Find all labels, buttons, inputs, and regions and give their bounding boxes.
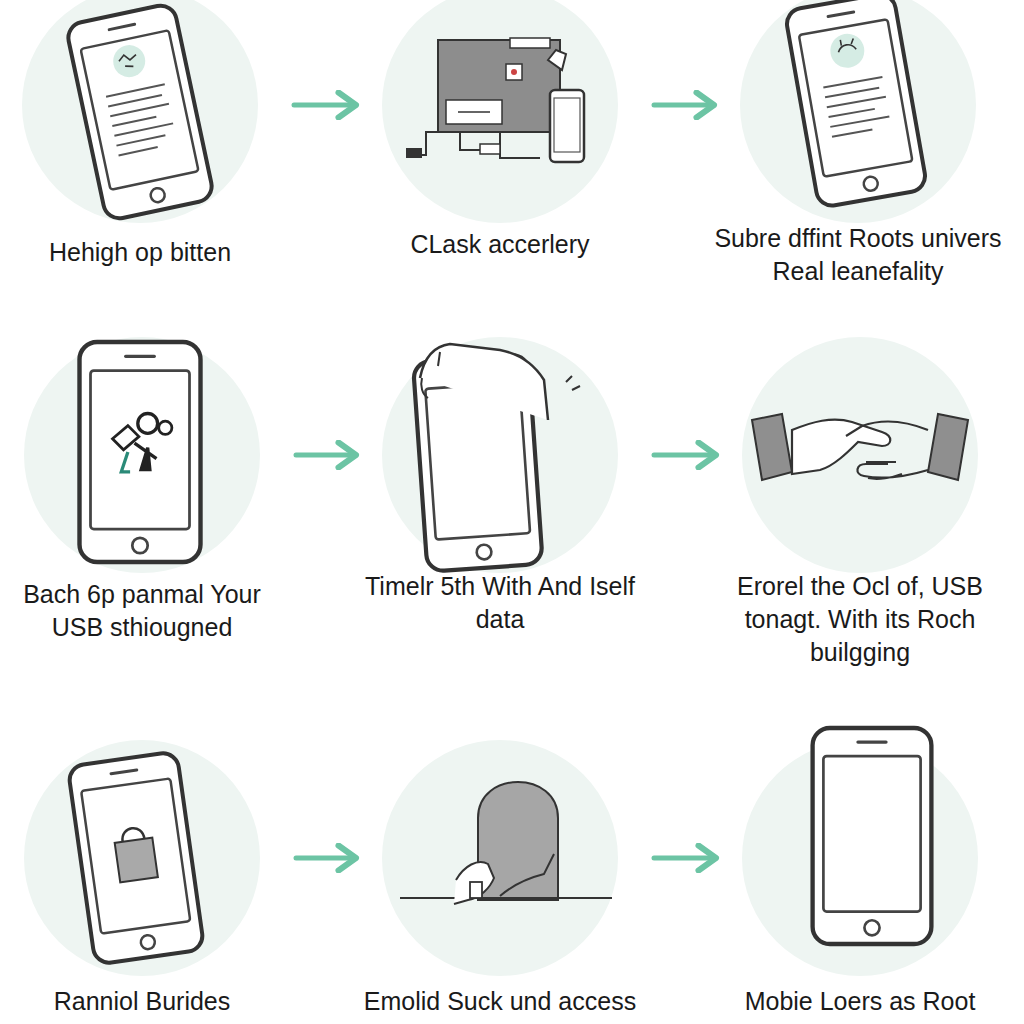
flow-arrow (654, 453, 716, 458)
step-caption: Emolid Suck und access (364, 987, 636, 1015)
caption-box: Bach 6p panmal Your USB sthiougned (7, 578, 277, 644)
flow-arrow (654, 856, 716, 861)
step-caption: Hehigh op bitten (49, 238, 231, 266)
flow-arrow (294, 103, 356, 108)
step-caption: Mobie Loers as Root (745, 987, 976, 1015)
step-circle (742, 337, 978, 573)
flow-arrow (296, 856, 356, 861)
step-node: Ranniol Burides (24, 740, 260, 976)
caption-box: Timelr 5th With And Iself data (350, 570, 650, 636)
step-node: Hehigh op bitten (22, 0, 258, 223)
caption-box: Subre dffint Roots univers Real leanefal… (708, 222, 1008, 288)
phone-blank (813, 728, 932, 944)
phone-tools (80, 342, 201, 562)
step-node: Erorel the Ocl of, USB tonagt. With its … (742, 337, 978, 573)
caption-box: Hehigh op bitten (5, 236, 275, 269)
phone-bag (68, 751, 205, 964)
step-circle (382, 337, 618, 573)
handshake (752, 414, 968, 480)
step-node: Subre dffint Roots univers Real leanefal… (740, 0, 976, 223)
flow-arrow (296, 453, 356, 458)
step-caption: Bach 6p panmal Your USB sthiougned (23, 580, 261, 641)
step-node: Mobie Loers as Root (742, 740, 978, 976)
step-circle (740, 0, 976, 223)
step-node: Emolid Suck und access (382, 740, 618, 976)
step-circle (24, 740, 260, 976)
phone-document (65, 3, 214, 221)
step-node: CLask accerlery (382, 0, 618, 223)
caption-box: Erorel the Ocl of, USB tonagt. With its … (710, 570, 1010, 669)
flow-arrow (654, 103, 714, 108)
step-caption: Erorel the Ocl of, USB tonagt. With its … (737, 572, 983, 666)
caption-box: Ranniol Burides (7, 985, 277, 1018)
step-circle (22, 0, 258, 223)
step-node: Timelr 5th With And Iself data (382, 337, 618, 573)
step-circle (24, 337, 260, 573)
caption-box: CLask accerlery (350, 228, 650, 261)
step-caption: Ranniol Burides (54, 987, 231, 1015)
phone-document (784, 0, 927, 208)
dome-device (400, 782, 612, 904)
computer-and-phone (406, 38, 584, 162)
step-circle (382, 0, 618, 223)
hand-with-phone (413, 344, 580, 572)
step-caption: CLask accerlery (410, 230, 589, 258)
step-circle (742, 740, 978, 976)
step-circle (382, 740, 618, 976)
caption-box: Mobie Loers as Root (710, 985, 1010, 1018)
step-caption: Subre dffint Roots univers Real leanefal… (714, 224, 1001, 285)
step-caption: Timelr 5th With And Iself data (365, 572, 635, 633)
step-node: Bach 6p panmal Your USB sthiougned (24, 337, 260, 573)
caption-box: Emolid Suck und access (350, 985, 650, 1018)
